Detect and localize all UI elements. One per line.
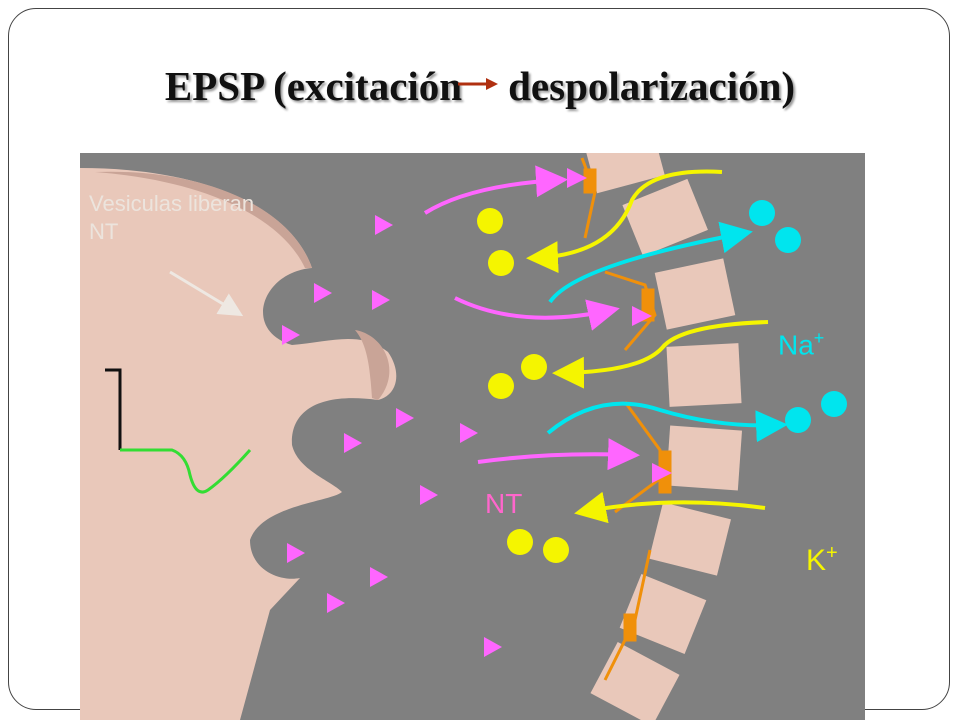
vesicle-label-line2: NT (89, 219, 119, 244)
vesicle-label-line1: Vesiculas liberan (89, 191, 255, 216)
presynaptic-terminal (80, 168, 397, 720)
sodium-charge: + (813, 328, 825, 348)
epsp-trace (120, 448, 252, 494)
potential-axis (105, 368, 122, 450)
nt-label: NT (485, 488, 523, 519)
title-part-1: EPSP (excitación (164, 63, 463, 109)
receptors (580, 157, 672, 681)
potassium-ions (477, 208, 569, 563)
sodium-ions (749, 200, 847, 433)
potassium-symbol: K (806, 544, 827, 577)
pointer-arrow (169, 270, 244, 317)
vesicle-label: Vesiculas liberan NT (89, 190, 254, 246)
title-part-2: despolarización) (508, 63, 796, 109)
potassium-charge: + (826, 542, 838, 564)
neurotransmitter-molecules (282, 168, 672, 657)
ion-paths (169, 165, 788, 524)
slide-title: EPSP (excitación despolarización) (0, 62, 960, 110)
potassium-label: K+ (806, 542, 838, 578)
sodium-label: Na+ (778, 328, 824, 361)
sodium-symbol: Na (778, 329, 814, 361)
